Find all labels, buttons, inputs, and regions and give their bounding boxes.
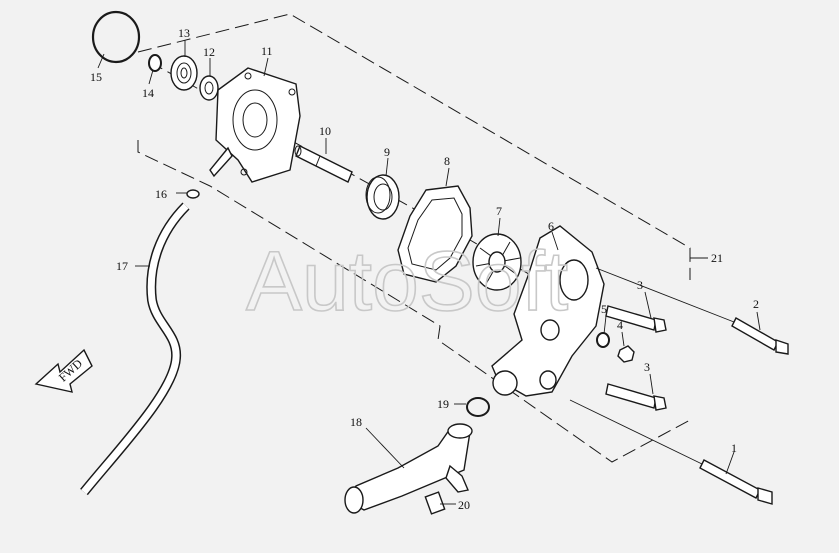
callout-7: 7 <box>496 204 502 218</box>
callout-16: 16 <box>155 187 167 201</box>
fwd-arrow-icon: FWD <box>34 348 93 393</box>
callout-5: 5 <box>601 302 607 316</box>
callout-8: 8 <box>444 154 450 168</box>
callout-13: 13 <box>178 26 190 40</box>
callout-3-upper: 3 <box>637 278 643 292</box>
callout-17: 17 <box>116 259 128 273</box>
assembly-boundary <box>137 13 691 280</box>
part-4-nut <box>617 345 635 363</box>
callout-14: 14 <box>142 86 154 100</box>
callout-20: 20 <box>458 498 470 512</box>
part-12-spacer <box>199 75 219 101</box>
callout-12: 12 <box>203 45 215 59</box>
part-16-clamp <box>176 189 200 199</box>
callout-21: 21 <box>711 251 723 265</box>
part-8-gasket <box>397 185 473 283</box>
part-1-long-bolt <box>569 399 773 505</box>
callout-6: 6 <box>548 219 554 233</box>
callout-19: 19 <box>437 397 449 411</box>
part-13-bearing <box>170 55 198 91</box>
callout-18: 18 <box>350 415 362 429</box>
assembly-boundary-lower <box>137 140 691 463</box>
part-9-seal <box>365 174 400 220</box>
part-3-bolt-upper <box>605 305 667 333</box>
part-14-washer <box>148 54 162 72</box>
callout-1: 1 <box>731 441 737 455</box>
callout-11: 11 <box>261 44 273 58</box>
part-2-long-bolt <box>595 267 789 355</box>
part-20-bolt <box>424 491 446 515</box>
callout-4: 4 <box>617 318 623 332</box>
callout-3-lower: 3 <box>644 360 650 374</box>
autosoft-watermark: AutoSoft <box>246 234 568 328</box>
part-7-impeller <box>472 233 522 291</box>
part-6-pump-body <box>491 225 605 397</box>
part-15-o-ring <box>91 10 141 64</box>
part-17-hose <box>80 202 190 496</box>
callout-15: 15 <box>90 70 102 84</box>
part-5-washer <box>596 332 610 348</box>
part-3-bolt-lower <box>605 383 667 411</box>
part-11-pump-cover <box>209 67 301 183</box>
callout-9: 9 <box>384 145 390 159</box>
part-19-o-ring <box>466 397 490 417</box>
part-10-shaft <box>294 145 353 183</box>
callout-10: 10 <box>319 124 331 138</box>
part-18-elbow-pipe <box>344 423 473 514</box>
leader-lines <box>97 40 761 505</box>
callout-2: 2 <box>753 297 759 311</box>
